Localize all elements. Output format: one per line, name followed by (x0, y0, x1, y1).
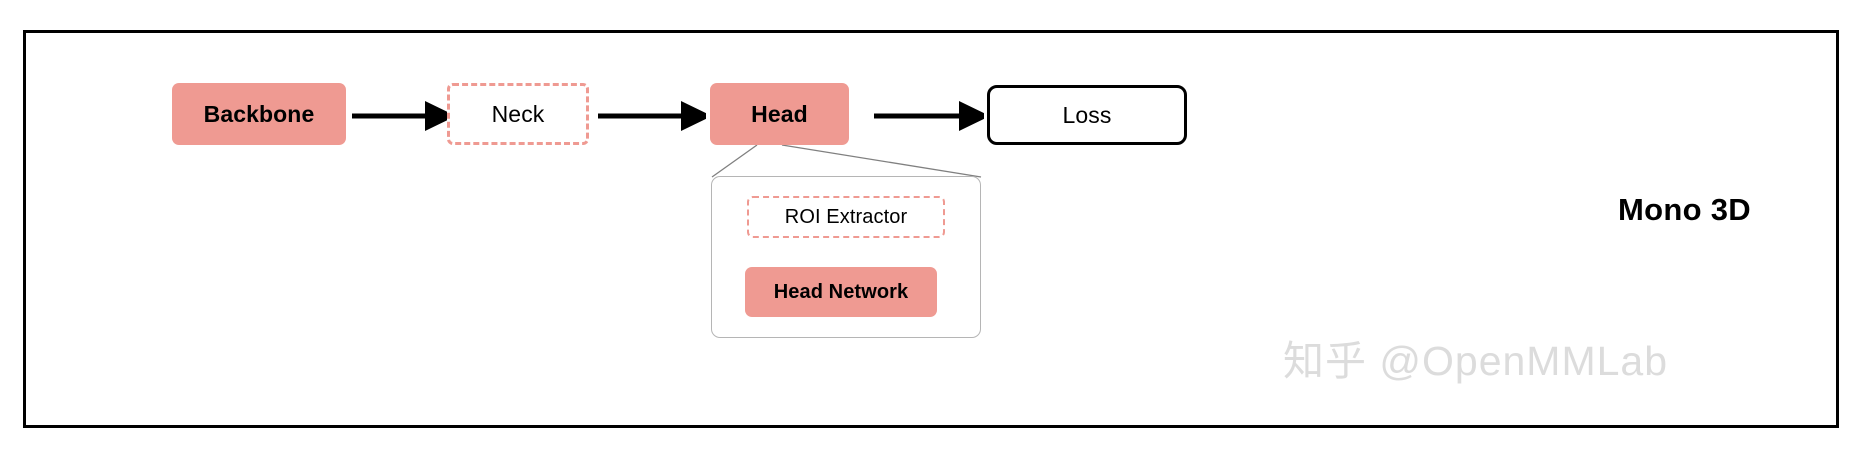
node-head-label: Head (751, 100, 808, 127)
node-head-network-label: Head Network (773, 280, 909, 303)
watermark-openmmlab: 知乎 @OpenMMLab (1283, 338, 1669, 384)
arrow-neck-head (598, 101, 706, 131)
node-roi-extractor[interactable]: ROI Extractor (747, 196, 945, 238)
node-loss-label: Loss (1062, 101, 1112, 128)
node-loss[interactable]: Loss (987, 85, 1187, 145)
node-neck[interactable]: Neck (447, 83, 589, 145)
node-backbone-label: Backbone (203, 100, 315, 127)
arrow-backbone-neck (352, 101, 450, 131)
node-backbone[interactable]: Backbone (172, 83, 346, 145)
node-neck-label: Neck (491, 100, 545, 127)
node-roi-extractor-label: ROI Extractor (784, 205, 908, 228)
node-head[interactable]: Head (710, 83, 849, 145)
arrow-head-loss (874, 101, 984, 131)
mono-3d-label: Mono 3D (1618, 192, 1751, 227)
node-head-network[interactable]: Head Network (745, 267, 937, 317)
